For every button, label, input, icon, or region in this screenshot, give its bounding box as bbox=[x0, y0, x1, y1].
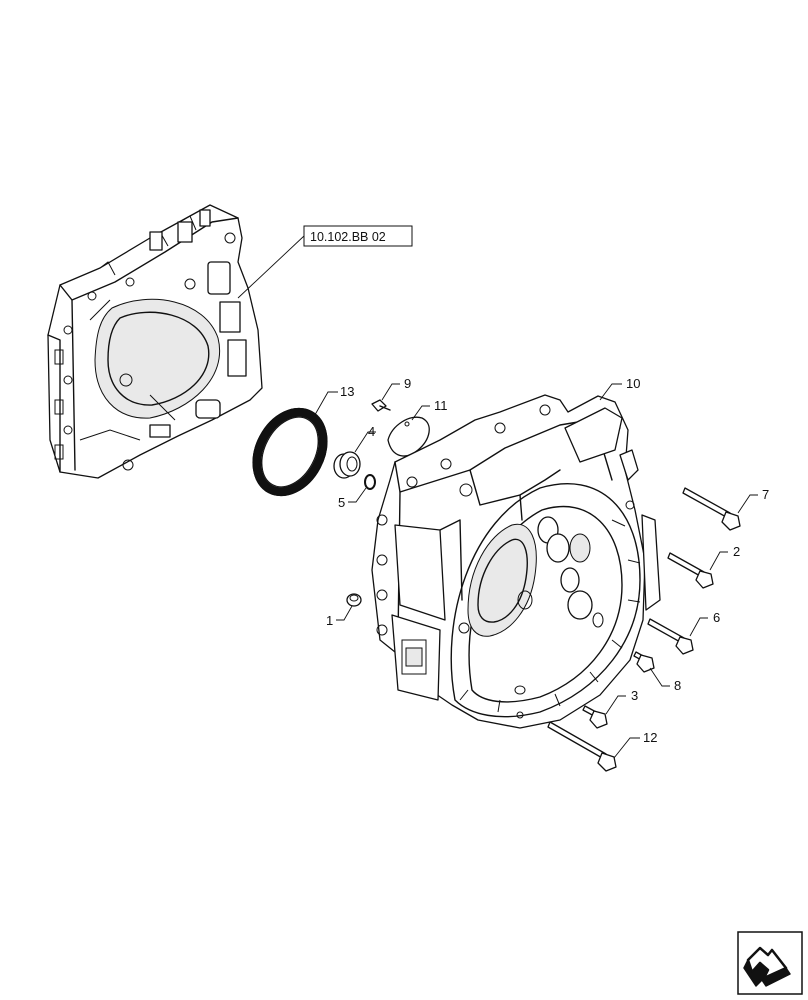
o-ring bbox=[364, 474, 376, 490]
small-screw bbox=[371, 399, 391, 412]
callout-label: 7 bbox=[762, 487, 769, 502]
seal-ring bbox=[252, 407, 328, 497]
callout-label: 1 bbox=[326, 613, 333, 628]
callout-label: 4 bbox=[368, 424, 375, 439]
bolt-medium-lower bbox=[647, 618, 694, 655]
callout-label: 13 bbox=[340, 384, 354, 399]
callout-label: 11 bbox=[434, 398, 448, 413]
cover-plate bbox=[387, 416, 430, 457]
callout-label: 6 bbox=[713, 610, 720, 625]
small-plug bbox=[346, 593, 362, 607]
callout-label: 12 bbox=[643, 730, 657, 745]
next-page-arrow-icon[interactable] bbox=[737, 931, 803, 995]
bolt-long-lower bbox=[547, 721, 617, 772]
callout-label: 2 bbox=[733, 544, 740, 559]
engine-front-frame bbox=[47, 204, 263, 479]
callout-label: 10 bbox=[626, 376, 640, 391]
bolt-long-upper bbox=[682, 487, 741, 531]
reference-link[interactable]: 10.102.BB 02 bbox=[303, 225, 413, 247]
callout-labels: 1 2 3 4 5 6 7 8 9 10 11 12 13 bbox=[326, 376, 769, 745]
plug bbox=[333, 451, 361, 479]
leader-lines bbox=[237, 235, 758, 759]
bolt-short-lower bbox=[582, 705, 608, 729]
callout-label: 9 bbox=[404, 376, 411, 391]
callout-label: 3 bbox=[631, 688, 638, 703]
callout-label: 8 bbox=[674, 678, 681, 693]
flywheel-housing bbox=[371, 394, 661, 729]
reference-label: 10.102.BB 02 bbox=[310, 230, 386, 244]
bolt-short-flange bbox=[633, 651, 655, 673]
callout-label: 5 bbox=[338, 495, 345, 510]
bolt-medium-upper bbox=[667, 552, 714, 589]
